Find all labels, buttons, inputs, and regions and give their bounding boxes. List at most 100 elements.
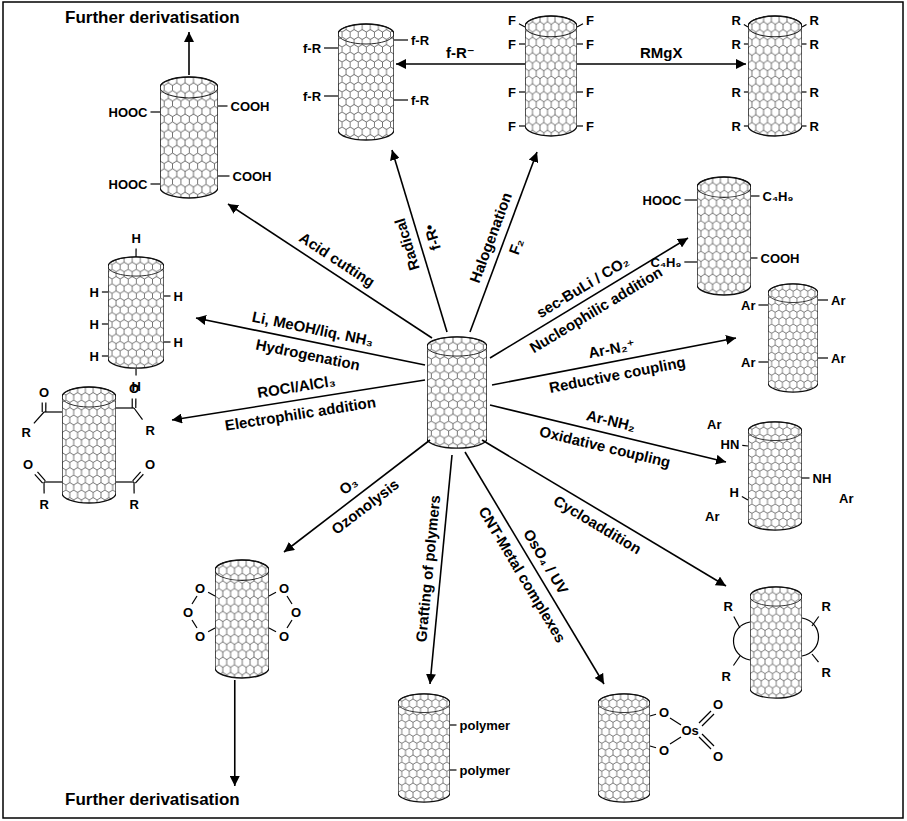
nanotube [750,587,802,698]
nanotube [215,560,269,678]
bond [324,95,338,96]
substituent-label: F [508,13,516,28]
bond [450,724,457,725]
substituent-label: R [732,37,741,52]
reaction-label: O₃ [336,473,361,498]
nanotube-node: OOOOOO [215,558,269,680]
substituent-label: R [732,13,741,28]
bond [192,596,197,604]
nanotube-node: FFFFFFFF [525,14,577,138]
substituent-label: Ar [831,293,845,308]
substituent-label: R [146,423,155,438]
substituent-label: H [90,285,99,300]
cycloadduct-ring [802,618,819,656]
substituent-label: O [39,385,49,400]
bond [151,183,161,184]
substituent-label: O [279,629,289,644]
bond [744,43,748,44]
reaction-label: Ar-N₂⁺ [587,335,636,361]
bond [802,477,810,478]
substituent-label: F [508,37,516,52]
substituent-label: R [822,665,831,680]
nanotube [748,422,802,530]
substituent-label: Ar [839,491,853,506]
nanotube [525,16,577,136]
nanotube-node: f-Rf-Rf-Rf-R [338,22,394,142]
bond [699,711,711,723]
bond [650,746,656,748]
bond [802,91,807,92]
substituent-label: f-R [411,33,429,48]
bond [699,737,711,749]
substituent-label: O [195,581,205,596]
bond [751,257,758,258]
bond [734,617,740,629]
substituent-label: Ar [831,351,845,366]
bond [744,91,748,92]
nanotube-node: RRRR [750,585,802,700]
nanotube-node: ArHNNHArHAr [748,420,802,532]
substituent-label: F [586,13,594,28]
reaction-label: Cycloaddition [550,492,644,558]
bond [394,39,408,40]
nanotube-node: HOOCCOOHHOOCCOOH [160,75,218,200]
reaction-label: Reductive coupling [547,353,686,396]
substituent-label: polymer [460,718,511,733]
bond [733,656,740,666]
bond [269,628,276,632]
substituent-label: O [145,457,155,472]
nanotube [398,694,450,802]
substituent-label: R [822,599,831,614]
substituent-label: F [508,85,516,100]
nanotube [108,257,164,368]
double-bond [35,474,43,483]
nanotube-node: OOOsOO [598,692,650,804]
substituent-label: NH [813,471,832,486]
substituent-label: Ar [741,355,755,370]
bond [133,482,134,494]
substituent-label: O [659,743,669,758]
bond [134,408,143,420]
reaction-label: Oxidative coupling [538,423,672,471]
bond [684,261,697,262]
substituent-label: f-R [303,89,321,104]
substituent-label: Os [682,723,699,738]
bond [116,407,134,408]
bond [702,714,714,726]
bond [802,125,807,126]
reaction-label: F₂ [505,236,526,257]
bond [802,43,807,44]
substituent-label: HOOC [643,193,682,208]
substituent-label: O [291,605,301,620]
bond [324,47,338,48]
nanotube [160,77,218,198]
reaction-arrow [284,440,430,552]
bond [164,295,171,296]
connector-arrow [577,63,746,65]
substituent-label: Ar [705,509,719,524]
substituent-label: HN [721,437,740,452]
bond [685,199,698,200]
substituent-label: H [90,317,99,332]
reaction-label: f-R• [421,222,445,252]
substituent-label: polymer [460,763,511,778]
bond [802,24,807,27]
bond [44,411,62,412]
double-bond [45,403,46,413]
nanotube [598,694,650,802]
nanotube-node: polymerpolymer [398,692,450,804]
derivatisation-node: Further derivatisation [62,788,243,812]
bond [812,654,819,662]
bond [650,714,656,716]
substituent-label: HOOC [109,177,148,192]
substituent-label: Ar [707,417,721,432]
bond [519,43,525,44]
substituent-label: R [810,85,819,100]
substituent-label: H [174,335,183,350]
reaction-label: Electrophilic addition [224,393,377,434]
nanotube [338,24,394,140]
nanotube [697,177,751,295]
substituent-label: COOH [761,251,800,266]
